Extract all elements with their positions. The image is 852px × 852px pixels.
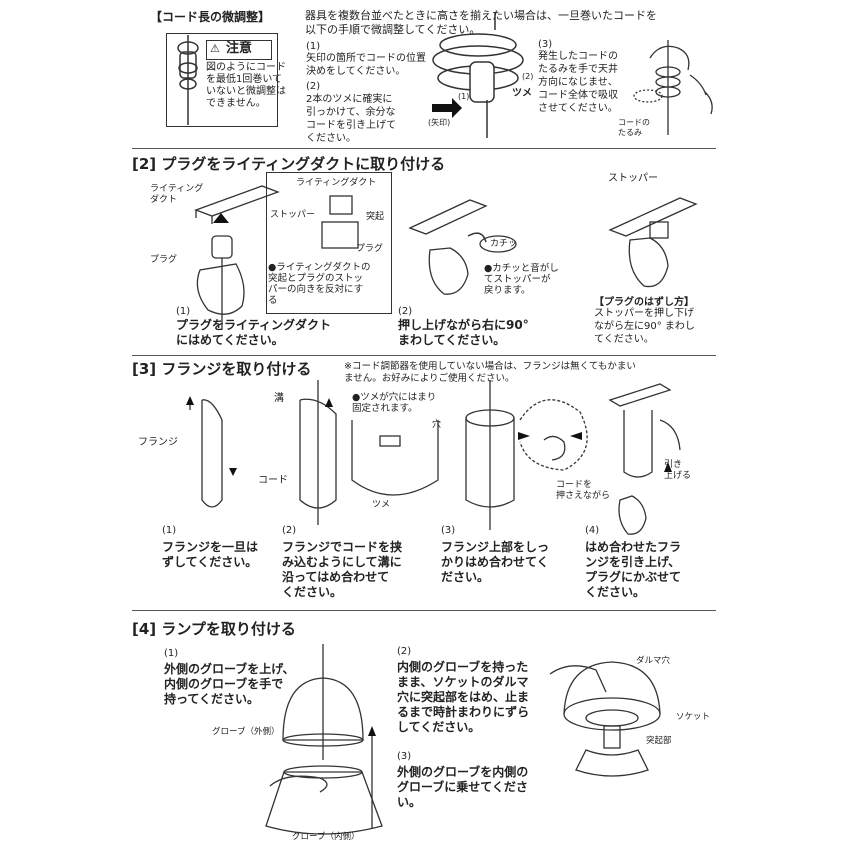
s3-step3-text: フランジ上部をしっ かりはめ合わせてく ださい。 — [441, 540, 550, 584]
s3-step4-num: (4) — [585, 525, 600, 536]
label-2: (2) — [522, 72, 534, 81]
box-plug-label: プラグ — [356, 244, 384, 254]
caution-text: 図のようにコード を最低1回巻いて いないと微調整は できません。 — [206, 62, 286, 109]
section2-title: [2] プラグをライティングダクトに取り付ける — [132, 155, 446, 173]
label-daruma: ダルマ穴 — [636, 656, 671, 666]
section1-intro: 器具を複数台並べたときに高さを揃えたい場合は、一旦巻いたコードを 以下の手順で微… — [305, 9, 657, 36]
label-plug: プラグ — [150, 255, 178, 265]
remove-text: ストッパーを押し下げ ながら左に90° まわし てください。 — [594, 308, 695, 345]
label-cord: コード — [258, 475, 288, 486]
label-outer-globe: グローブ（外側） — [212, 727, 280, 737]
warning-icon: ⚠ — [210, 42, 220, 55]
label-stopper: ストッパー — [608, 173, 658, 184]
caution-box — [166, 33, 278, 127]
box-protrusion-label: 突起 — [366, 212, 385, 222]
label-duct: ライティング ダクト — [150, 184, 204, 205]
remove-title: 【プラグのはずし方】 — [594, 297, 694, 308]
s2-step1-num: (1) — [176, 306, 191, 317]
s1-step3-text: 発生したコードの たるみを手で天井 方向になじませ、 コード全体で吸収 させてく… — [538, 51, 618, 114]
label-tsume: ツメ — [512, 88, 532, 99]
s1-step3-num: (3) — [538, 39, 553, 50]
divider-3 — [132, 610, 716, 611]
box-stopper-label: ストッパー — [270, 210, 316, 220]
section1-title: 【コード長の微調整】 — [150, 10, 271, 24]
label-arrow: (矢印) — [428, 118, 451, 127]
label-groove: 溝 — [274, 393, 284, 404]
s4-step2-text: 内側のグローブを持った まま、ソケットのダルマ 穴に突起部をはめ、止ま るまで時… — [397, 660, 530, 734]
label-pull: 引き 上げる — [664, 460, 692, 481]
click-note: ●カチッと音がし てストッパーが 戻ります。 — [484, 263, 559, 296]
section4-title: [4] ランプを取り付ける — [132, 620, 296, 638]
box-duct-label: ライティングダクト — [296, 178, 377, 188]
s4-step1-num: (1) — [164, 648, 179, 659]
label-inner-globe: グローブ（内側） — [292, 832, 360, 842]
s4-step2-num: (2) — [397, 646, 412, 657]
s2-step2-text: 押し上げながら右に90° まわしてください。 — [398, 318, 529, 347]
orientation-box — [266, 172, 392, 314]
section3-title: [3] フランジを取り付ける — [132, 360, 312, 378]
s1-step1-num: (1) — [306, 41, 321, 52]
box-note: ●ライティングダクトの 突起とプラグのストッ パーの向きを反対にす る — [268, 262, 371, 306]
label-tsume-3: ツメ — [372, 500, 391, 510]
divider-2 — [132, 355, 716, 356]
s3-step1-text: フランジを一旦は ずしてください。 — [162, 540, 259, 569]
s1-step2-num: (2) — [306, 81, 321, 92]
s3-step1-num: (1) — [162, 525, 177, 536]
divider-1 — [132, 148, 716, 149]
label-slack: コードの たるみ — [618, 118, 650, 137]
s3-step2-num: (2) — [282, 525, 297, 536]
hole-note: ●ツメが穴にはまり 固定されます。 — [352, 392, 437, 414]
s4-step3-text: 外側のグローブを内側の グローブに乗せてくださ い。 — [397, 765, 529, 809]
s1-step1-text: 矢印の箇所でコードの位置 決めをしてください。 — [306, 53, 426, 77]
s4-step3-num: (3) — [397, 751, 412, 762]
s3-step4-text: はめ合わせたフラ ンジを引き上げ、 プラグにかぶせて ください。 — [585, 540, 682, 599]
label-hole: 穴 — [432, 420, 442, 430]
s3-step2-text: フランジでコードを挟 み込むようにして溝に 沿ってはめ合わせて ください。 — [282, 540, 403, 599]
label-flange: フランジ — [138, 437, 178, 448]
s2-step1-text: プラグをライティングダクト にはめてください。 — [176, 318, 332, 347]
caution-title-box — [206, 40, 272, 60]
s2-step2-num: (2) — [398, 306, 413, 317]
label-socket: ソケット — [676, 712, 711, 722]
s1-step2-text: 2本のツメに確実に 引っかけて、余分な コードを引き上げて ください。 — [306, 94, 396, 144]
s3-step3-num: (3) — [441, 525, 456, 536]
label-1: (1) — [458, 92, 470, 101]
label-click: カチッ — [490, 239, 518, 249]
label-hold: コードを 押さえながら — [556, 480, 611, 501]
section3-note: ※コード調節器を使用していない場合は、フランジは無くてもかまい ません。お好みに… — [344, 361, 636, 384]
caution-title: 注意 — [226, 41, 253, 56]
s4-step1-text: 外側のグローブを上げ、 内側のグローブを手で 持ってください。 — [164, 662, 295, 706]
label-protrusion: 突起部 — [646, 736, 672, 746]
